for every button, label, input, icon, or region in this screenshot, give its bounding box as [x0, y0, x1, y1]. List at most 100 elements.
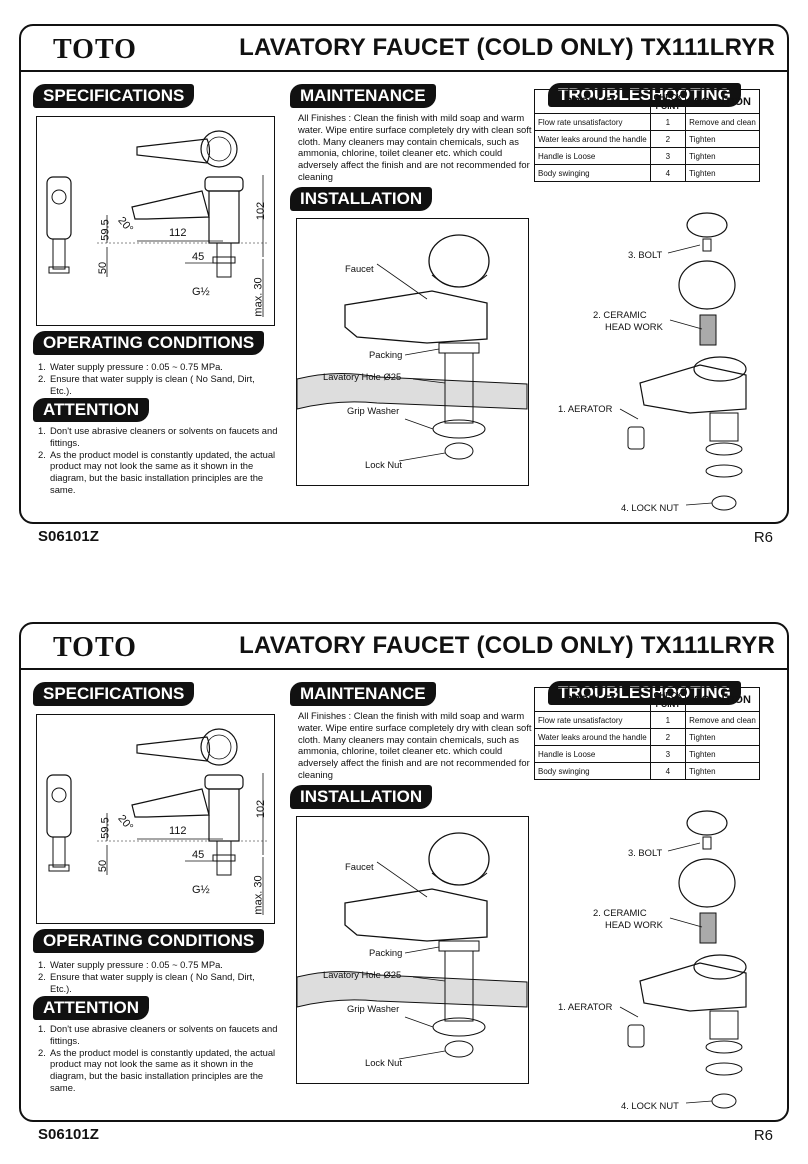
column-header: SOLUTION	[685, 687, 760, 712]
installation-diagram: Faucet Packing Lavatory Hole Ø25 Grip Wa…	[296, 816, 529, 1084]
dim-59-5: 59.5	[99, 817, 112, 839]
operating-conditions-heading: OPERATING CONDITIONS	[33, 331, 265, 355]
label-lock-nut-part: 4. LOCK NUT	[621, 1100, 679, 1111]
page-title: LAVATORY FAUCET (COLD ONLY) TX111LRYR	[239, 632, 775, 659]
specifications-diagram: 102 59.5 20° 112 45 50 G½ max. 30	[36, 714, 275, 924]
label-lavatory-hole: Lavatory Hole Ø25	[323, 371, 402, 382]
column-header: SOLUTION	[685, 89, 760, 114]
list-item: 2.Ensure that water supply is clean ( No…	[38, 970, 255, 994]
dim-112: 112	[169, 825, 187, 837]
manual-sheet-2: TOTO LAVATORY FAUCET (COLD ONLY) TX111LR…	[0, 598, 808, 1158]
attention-heading: ATTENTION	[33, 996, 150, 1020]
dim-max-30: max. 30	[252, 875, 265, 915]
dim-112: 112	[169, 227, 187, 239]
column-header: PROBLEM	[534, 89, 651, 114]
installation-diagram: Faucet Packing Lavatory Hole Ø25 Grip Wa…	[296, 218, 529, 486]
specifications-diagram: 102 59.5 20° 112 45 50 G½ max. 30	[36, 116, 275, 326]
label-lock-nut-part: 4. LOCK NUT	[621, 502, 679, 513]
document-code: S06101Z	[38, 528, 99, 545]
operating-conditions-list: 1.Water supply pressure : 0.05 ~ 0.75 MP…	[38, 361, 278, 396]
list-item: 1.Don't use abrasive cleaners or solvent…	[38, 1023, 278, 1046]
dim-thread: G½	[192, 884, 210, 896]
document-code: S06101Z	[38, 1126, 99, 1143]
attention-list: 1.Don't use abrasive cleaners or solvent…	[38, 425, 278, 496]
dim-50: 50	[97, 261, 110, 275]
dim-thread: G½	[192, 286, 210, 298]
column-header: CHECK POINT	[649, 89, 687, 114]
list-item: 2.As the product model is constantly upd…	[38, 448, 276, 495]
label-ceramic-head-line2: HEAD WORK	[605, 919, 663, 930]
label-aerator: 1. AERATOR	[558, 1001, 613, 1012]
label-aerator: 1. AERATOR	[558, 403, 613, 414]
label-packing: Packing	[369, 349, 403, 360]
brand-logo: TOTO	[53, 632, 137, 663]
maintenance-heading: MAINTENANCE	[290, 682, 436, 706]
list-item: 1.Water supply pressure : 0.05 ~ 0.75 MP…	[38, 959, 223, 970]
label-grip-washer: Grip Washer	[347, 1003, 400, 1014]
label-packing: Packing	[369, 947, 403, 958]
table-header-row: PROBLEM CHECK POINT SOLUTION	[534, 89, 760, 114]
attention-list: 1.Don't use abrasive cleaners or solvent…	[38, 1023, 278, 1094]
column-header: PROBLEM	[534, 687, 651, 712]
dim-50: 50	[97, 859, 110, 873]
installation-heading: INSTALLATION	[290, 187, 433, 211]
label-lock-nut: Lock Nut	[365, 459, 402, 470]
exploded-view-drawing	[619, 212, 747, 511]
dim-45: 45	[192, 251, 205, 263]
revision-number: R6	[753, 1127, 773, 1144]
page-title: LAVATORY FAUCET (COLD ONLY) TX111LRYR	[239, 34, 775, 61]
label-bolt: 3. BOLT	[628, 249, 663, 260]
attention-heading: ATTENTION	[33, 398, 150, 422]
faucet-dimension-drawing	[46, 728, 267, 915]
list-item: 1.Water supply pressure : 0.05 ~ 0.75 MP…	[38, 361, 223, 372]
label-ceramic-head-line2: HEAD WORK	[605, 321, 663, 332]
revision-number: R6	[753, 529, 773, 546]
sheet-frame: TOTO LAVATORY FAUCET (COLD ONLY) TX111LR…	[19, 24, 789, 524]
label-grip-washer: Grip Washer	[347, 405, 400, 416]
label-lock-nut: Lock Nut	[365, 1057, 402, 1068]
list-item: 2.Ensure that water supply is clean ( No…	[38, 372, 255, 396]
sheet-frame: TOTO LAVATORY FAUCET (COLD ONLY) TX111LR…	[19, 622, 789, 1122]
header-divider	[21, 70, 787, 72]
troubleshooting-table: PROBLEM CHECK POINT SOLUTION Flow rate u…	[534, 89, 760, 182]
maintenance-heading: MAINTENANCE	[290, 84, 436, 108]
installation-drawing	[296, 234, 528, 462]
brand-logo: TOTO	[53, 34, 137, 65]
faucet-dimension-drawing	[46, 130, 267, 317]
operating-conditions-list: 1.Water supply pressure : 0.05 ~ 0.75 MP…	[38, 959, 278, 994]
label-bolt: 3. BOLT	[628, 847, 663, 858]
dim-height-102: 102	[255, 799, 268, 819]
operating-conditions-heading: OPERATING CONDITIONS	[33, 929, 265, 953]
troubleshooting-table: PROBLEM CHECK POINT SOLUTION Flow rate u…	[534, 687, 760, 780]
manual-sheet-1: TOTO LAVATORY FAUCET (COLD ONLY) TX111LR…	[0, 0, 808, 560]
dim-max-30: max. 30	[252, 277, 265, 317]
installation-heading: INSTALLATION	[290, 785, 433, 809]
maintenance-text: All Finishes : Clean the finish with mil…	[298, 112, 532, 182]
list-item: 1.Don't use abrasive cleaners or solvent…	[38, 425, 278, 448]
column-header: CHECK POINT	[649, 687, 687, 712]
exploded-view-drawing	[619, 810, 747, 1109]
label-ceramic-head-line1: 2. CERAMIC	[593, 907, 647, 918]
header-divider	[21, 668, 787, 670]
specifications-heading: SPECIFICATIONS	[33, 682, 195, 706]
dim-45: 45	[192, 849, 205, 861]
label-lavatory-hole: Lavatory Hole Ø25	[323, 969, 402, 980]
dim-59-5: 59.5	[99, 219, 112, 241]
installation-drawing	[296, 832, 528, 1060]
list-item: 2.As the product model is constantly upd…	[38, 1046, 276, 1093]
dim-height-102: 102	[255, 201, 268, 221]
specifications-heading: SPECIFICATIONS	[33, 84, 195, 108]
maintenance-text: All Finishes : Clean the finish with mil…	[298, 710, 532, 780]
label-faucet: Faucet	[345, 263, 374, 274]
label-faucet: Faucet	[345, 861, 374, 872]
table-header-row: PROBLEM CHECK POINT SOLUTION	[534, 687, 760, 712]
label-ceramic-head-line1: 2. CERAMIC	[593, 309, 647, 320]
